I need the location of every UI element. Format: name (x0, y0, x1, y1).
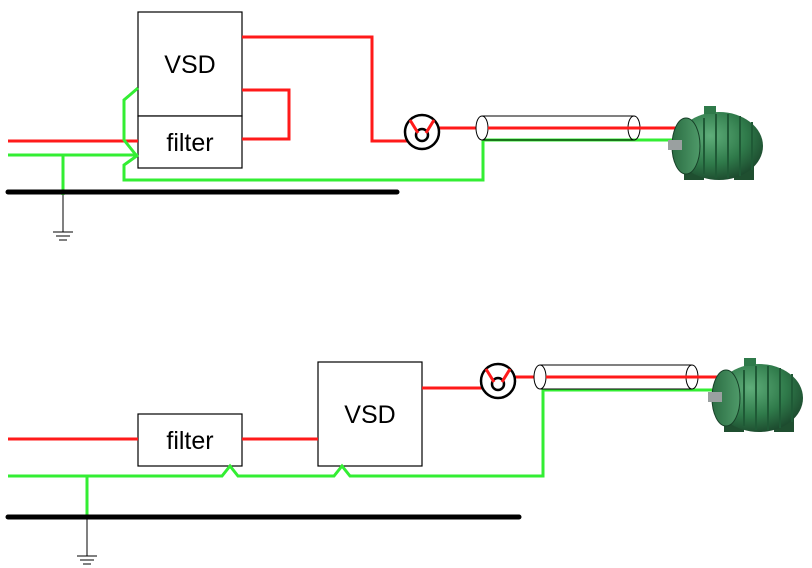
current-transformer-icon (403, 113, 441, 151)
top-vsd-output-line (242, 35, 408, 143)
ground-icon (53, 195, 73, 241)
motor-icon (708, 358, 803, 432)
bottom-diagram: filter VSD (5, 358, 803, 565)
bottom-filter-box (137, 413, 243, 467)
top-filter-box (137, 115, 243, 169)
bottom-earth-line (8, 388, 738, 478)
bottom-vsd-label: VSD (344, 401, 395, 429)
shielded-cable-icon (533, 364, 738, 390)
shielded-cable-icon (475, 115, 700, 141)
top-vsd-box (137, 11, 243, 117)
top-filter-earth-jumper (122, 86, 139, 156)
top-diagram: VSD filter (5, 11, 763, 241)
top-filter-vsd-loop (242, 88, 291, 141)
current-transformer-icon (479, 362, 517, 400)
top-filter-label: filter (166, 129, 213, 157)
bottom-vsd-box (317, 361, 423, 467)
ground-icon (77, 518, 97, 565)
bottom-filter-label: filter (166, 427, 213, 455)
top-vsd-label: VSD (164, 51, 215, 79)
motor-icon (668, 106, 763, 180)
